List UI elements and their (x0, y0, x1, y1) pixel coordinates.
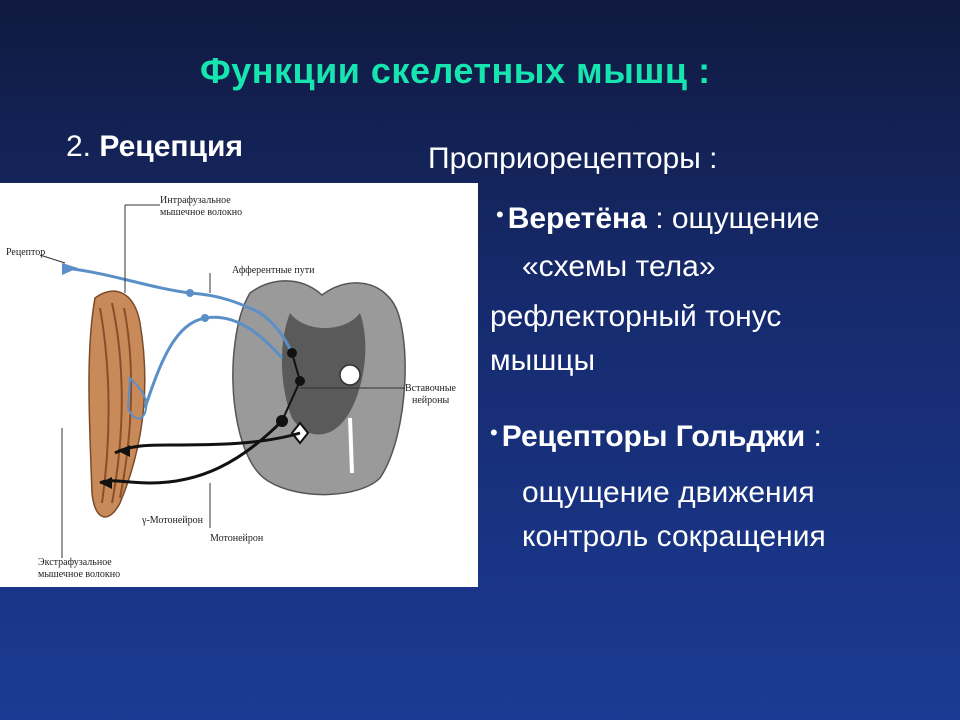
intrafusal-label-1: Интрафузальное (160, 195, 231, 206)
ventral-fissure (348, 417, 354, 474)
bullet-icon: • (496, 202, 504, 227)
spindle-text-line2: «схемы тела» (522, 250, 716, 283)
reflex-arc-diagram: Интрафузальное мышечное волокно Рецептор… (0, 183, 478, 587)
proprioceptors-heading: Проприорецепторы : (428, 142, 718, 175)
spindle-label: Веретёна (507, 202, 647, 235)
central-canal (339, 364, 361, 386)
spindle-text: : ощущение (646, 202, 820, 235)
interneurons-label-1: Вставочные (405, 383, 457, 394)
gamma-motoneuron-label: γ-Мотонейрон (141, 515, 204, 526)
golgi-bullet: •Рецепторы Гольджи : (490, 420, 822, 454)
bullet-icon: • (490, 420, 498, 445)
extrafusal-label-2: мышечное волокно (38, 569, 120, 580)
grey-matter (281, 313, 366, 435)
section-number: 2. (66, 130, 100, 163)
intrafusal-label-2: мышечное волокно (160, 207, 242, 218)
reflex-tone-line2: мышцы (490, 344, 595, 377)
golgi-text-line2: контроль сокращения (522, 520, 826, 553)
golgi-text-line1: ощущение движения (522, 476, 815, 509)
section-heading: 2. Рецепция (66, 130, 243, 164)
motoneuron-label: Мотонейрон (210, 533, 264, 544)
extrafusal-muscle (88, 290, 146, 518)
reflex-arc-illustration: Интрафузальное мышечное волокно Рецептор… (6, 195, 457, 580)
golgi-text: : (805, 420, 822, 453)
reflex-tone-line1: рефлекторный тонус (490, 300, 782, 333)
interneurons-label-2: нейроны (412, 395, 449, 406)
gamma-efferent-path (114, 431, 301, 455)
extrafusal-label-1: Экстрафузальное (38, 557, 112, 568)
receptor-label: Рецептор (6, 247, 45, 258)
interneuron-link (281, 352, 302, 422)
receptor-marker (62, 263, 78, 275)
afferent-path-receptor (64, 266, 294, 354)
golgi-label: Рецепторы Гольджи (501, 420, 806, 453)
intrafusal-spindle (126, 375, 148, 420)
spindle-bullet: •Веретёна : ощущение (496, 202, 820, 236)
section-label: Рецепция (99, 130, 243, 163)
slide-title: Функции скелетных мышц : (200, 50, 711, 91)
alpha-efferent-path (99, 419, 284, 485)
afferent-label: Афферентные пути (232, 265, 315, 276)
